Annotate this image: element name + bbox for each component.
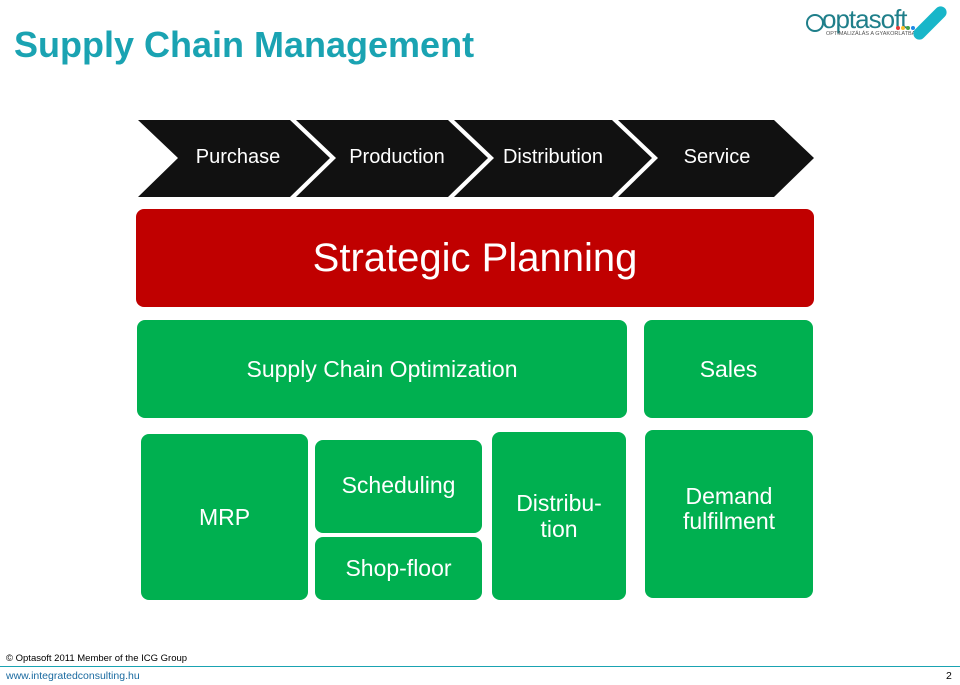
distribution-line2: tion — [540, 516, 578, 542]
footer-copyright: © Optasoft 2011 Member of the ICG Group — [6, 653, 188, 664]
logo-name: optasoft — [822, 4, 908, 34]
shop-floor-box: Shop-floor — [315, 537, 482, 600]
mrp-box: MRP — [141, 434, 308, 600]
distribution-line1: Distribu- — [516, 490, 602, 516]
chevron-distribution-label: Distribution — [502, 146, 604, 168]
pen-icon — [910, 3, 950, 43]
scheduling-label: Scheduling — [341, 472, 456, 498]
demand-line1: Demand — [685, 483, 773, 509]
chevron-service-label: Service — [683, 146, 751, 168]
chevron-production-label: Production — [349, 146, 445, 168]
page-title: Supply Chain Management — [14, 24, 475, 65]
demand-line2: fulfilment — [682, 508, 776, 534]
strategic-planning-box: Strategic Planning — [136, 209, 814, 307]
optasoft-logo: optasoft OPTIMALIZÁLÁS A GYAKORLATBAN — [804, 3, 954, 46]
demand-fulfilment-box: Demand fulfilment — [645, 430, 813, 598]
logo-tagline: OPTIMALIZÁLÁS A GYAKORLATBAN — [826, 31, 920, 37]
sales-box: Sales — [644, 320, 813, 418]
logo-ring-icon — [806, 14, 824, 32]
distribution-box: Distribu- tion — [492, 432, 626, 600]
footer-divider — [0, 666, 960, 667]
chevron-purchase-label: Purchase — [195, 146, 281, 168]
page-number: 2 — [946, 670, 952, 682]
footer-url-link[interactable]: www.integratedconsulting.hu — [6, 670, 140, 682]
supply-chain-optimization-box: Supply Chain Optimization — [137, 320, 627, 418]
scheduling-box: Scheduling — [315, 440, 482, 533]
